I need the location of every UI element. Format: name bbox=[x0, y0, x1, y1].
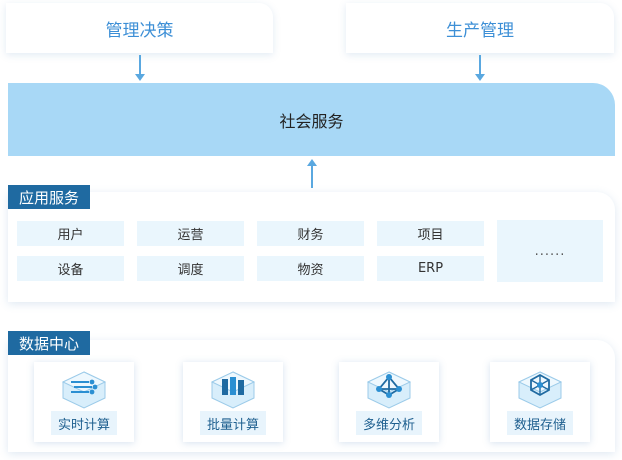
data-center-item-analysis: 多维分析 bbox=[339, 362, 439, 442]
service-item-finance: 财务 bbox=[257, 221, 364, 246]
production-management-label: 生产管理 bbox=[446, 20, 514, 41]
arrow-up-social bbox=[307, 159, 317, 188]
batch-compute-icon bbox=[210, 371, 256, 409]
multidimensional-analysis-label: 多维分析 bbox=[355, 411, 423, 435]
service-item-dispatch: 调度 bbox=[137, 256, 244, 281]
data-center-item-batch: 批量计算 bbox=[183, 362, 283, 442]
data-storage-icon bbox=[517, 371, 563, 409]
management-decision-card: 管理决策 bbox=[6, 3, 273, 53]
batch-compute-label: 批量计算 bbox=[199, 411, 267, 435]
service-item-project: 项目 bbox=[377, 221, 484, 246]
data-center-tag: 数据中心 bbox=[8, 331, 91, 355]
management-decision-label: 管理决策 bbox=[105, 20, 174, 41]
data-storage-label: 数据存储 bbox=[506, 411, 574, 435]
service-item-erp: ERP bbox=[377, 256, 484, 281]
arrow-down-production bbox=[475, 55, 485, 81]
realtime-compute-label: 实时计算 bbox=[50, 411, 118, 435]
social-service-band: 社会服务 bbox=[8, 83, 615, 156]
service-item-equipment: 设备 bbox=[17, 256, 124, 281]
production-management-card: 生产管理 bbox=[346, 3, 614, 53]
service-item-materials: 物资 bbox=[257, 256, 364, 281]
multidimensional-analysis-icon bbox=[366, 371, 412, 409]
arrow-down-decision bbox=[135, 55, 145, 81]
application-service-tag: 应用服务 bbox=[8, 185, 91, 209]
service-item-user: 用户 bbox=[17, 221, 124, 246]
service-item-more: ...... bbox=[497, 220, 603, 282]
data-center-item-storage: 数据存储 bbox=[490, 362, 590, 442]
data-center-item-realtime: 实时计算 bbox=[34, 362, 134, 442]
service-item-operation: 运营 bbox=[137, 221, 244, 246]
social-service-label: 社会服务 bbox=[279, 111, 344, 131]
realtime-compute-icon bbox=[61, 371, 107, 409]
